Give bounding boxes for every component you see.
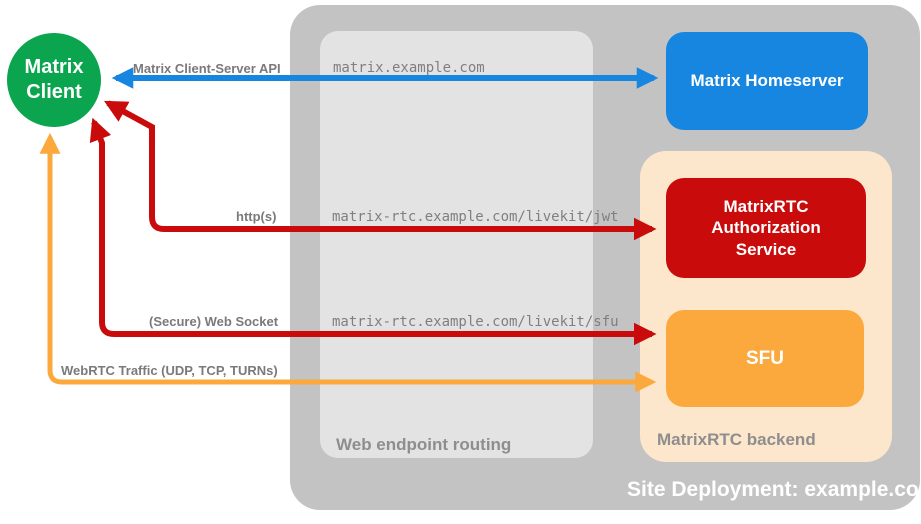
sfu-node: SFU — [666, 310, 864, 407]
matrix-client-label-line1: Matrix — [24, 56, 84, 78]
sfu-label: SFU — [746, 347, 784, 369]
matrix-client-node: Matrix Client — [7, 33, 101, 127]
webrtc-traffic-arrow-label: WebRTC Traffic (UDP, TCP, TURNs) — [61, 363, 278, 378]
matrixrtc-authorization-service-label: MatrixRTC Authorization Service — [711, 197, 821, 259]
web-socket-arrow-label: (Secure) Web Socket — [149, 314, 279, 329]
matrix-homeserver-node: Matrix Homeserver — [666, 32, 868, 130]
jwt-endpoint-url: matrix-rtc.example.com/livekit/jwt — [332, 209, 619, 225]
matrixrtc-backend-label: MatrixRTC backend — [657, 430, 816, 449]
matrix-client-label-line2: Client — [26, 81, 82, 103]
web-endpoint-routing-label: Web endpoint routing — [336, 435, 512, 454]
site-deployment-label: Site Deployment: example.com — [627, 478, 921, 501]
https-arrow-label: http(s) — [236, 209, 277, 224]
homeserver-endpoint-url: matrix.example.com — [333, 60, 485, 76]
web-endpoint-routing-container — [320, 31, 593, 458]
matrix-homeserver-label: Matrix Homeserver — [690, 71, 844, 91]
client-server-api-arrow-label: Matrix Client-Server API — [133, 61, 281, 76]
matrixrtc-authorization-service-node: MatrixRTC Authorization Service — [666, 178, 866, 278]
sfu-endpoint-url: matrix-rtc.example.com/livekit/sfu — [332, 314, 619, 330]
